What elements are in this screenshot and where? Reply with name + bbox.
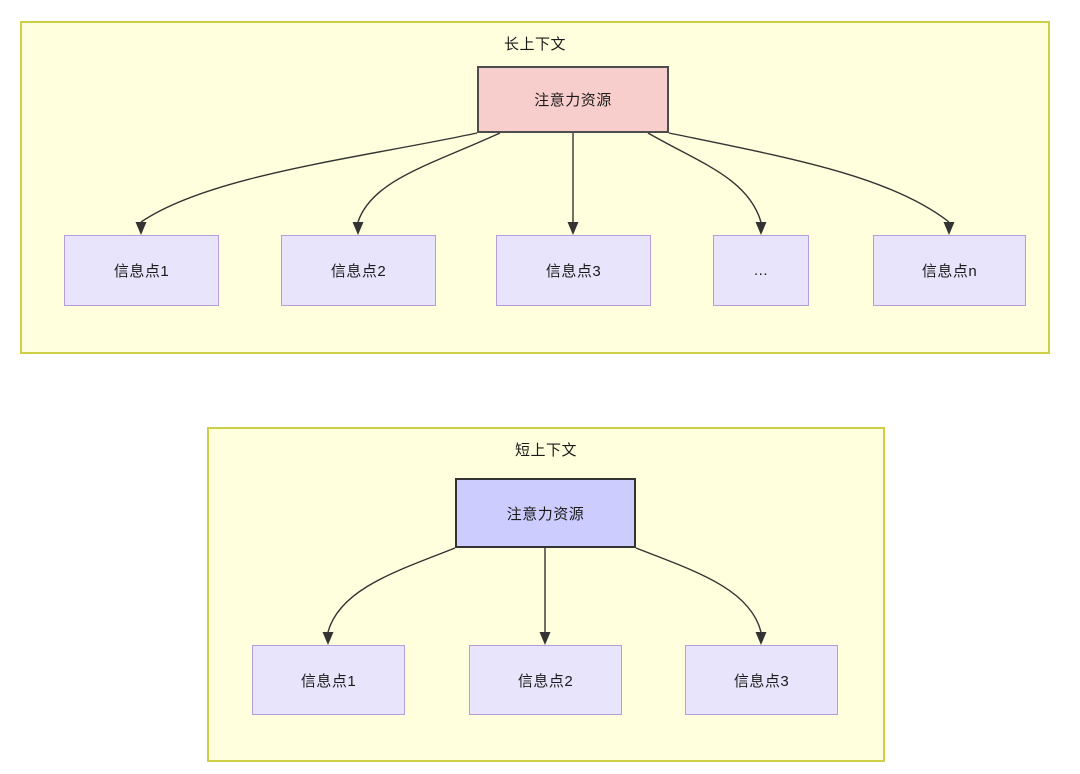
- node-long-info-point-n[interactable]: 信息点n: [873, 235, 1026, 306]
- node-short-info-point-3-label: 信息点3: [733, 672, 790, 690]
- node-long-info-point-1-label: 信息点1: [113, 263, 170, 280]
- node-short-info-point-1-label: 信息点1: [300, 672, 357, 690]
- node-long-attention-resource[interactable]: 注意力资源: [477, 66, 669, 133]
- node-long-info-point-ellipsis[interactable]: ...: [713, 235, 809, 306]
- node-long-info-point-ellipsis-label: ...: [753, 262, 768, 279]
- node-short-info-point-3[interactable]: 信息点3: [685, 645, 838, 715]
- node-short-info-point-2-label: 信息点2: [517, 672, 574, 690]
- node-long-info-point-2-label: 信息点2: [330, 263, 387, 280]
- node-long-info-point-3-label: 信息点3: [545, 263, 602, 280]
- node-long-attention-resource-label: 注意力资源: [534, 92, 612, 109]
- panel-long-context-title: 长上下文: [503, 36, 566, 53]
- node-short-attention-resource[interactable]: 注意力资源: [455, 478, 636, 548]
- node-long-info-point-1[interactable]: 信息点1: [64, 235, 219, 306]
- node-long-info-point-n-label: 信息点n: [921, 263, 978, 280]
- node-short-attention-resource-label: 注意力资源: [506, 505, 585, 523]
- node-long-info-point-3[interactable]: 信息点3: [496, 235, 651, 306]
- node-long-info-point-2[interactable]: 信息点2: [281, 235, 436, 306]
- panel-short-context-title: 短上下文: [514, 442, 577, 459]
- node-short-info-point-2[interactable]: 信息点2: [469, 645, 622, 715]
- node-short-info-point-1[interactable]: 信息点1: [252, 645, 405, 715]
